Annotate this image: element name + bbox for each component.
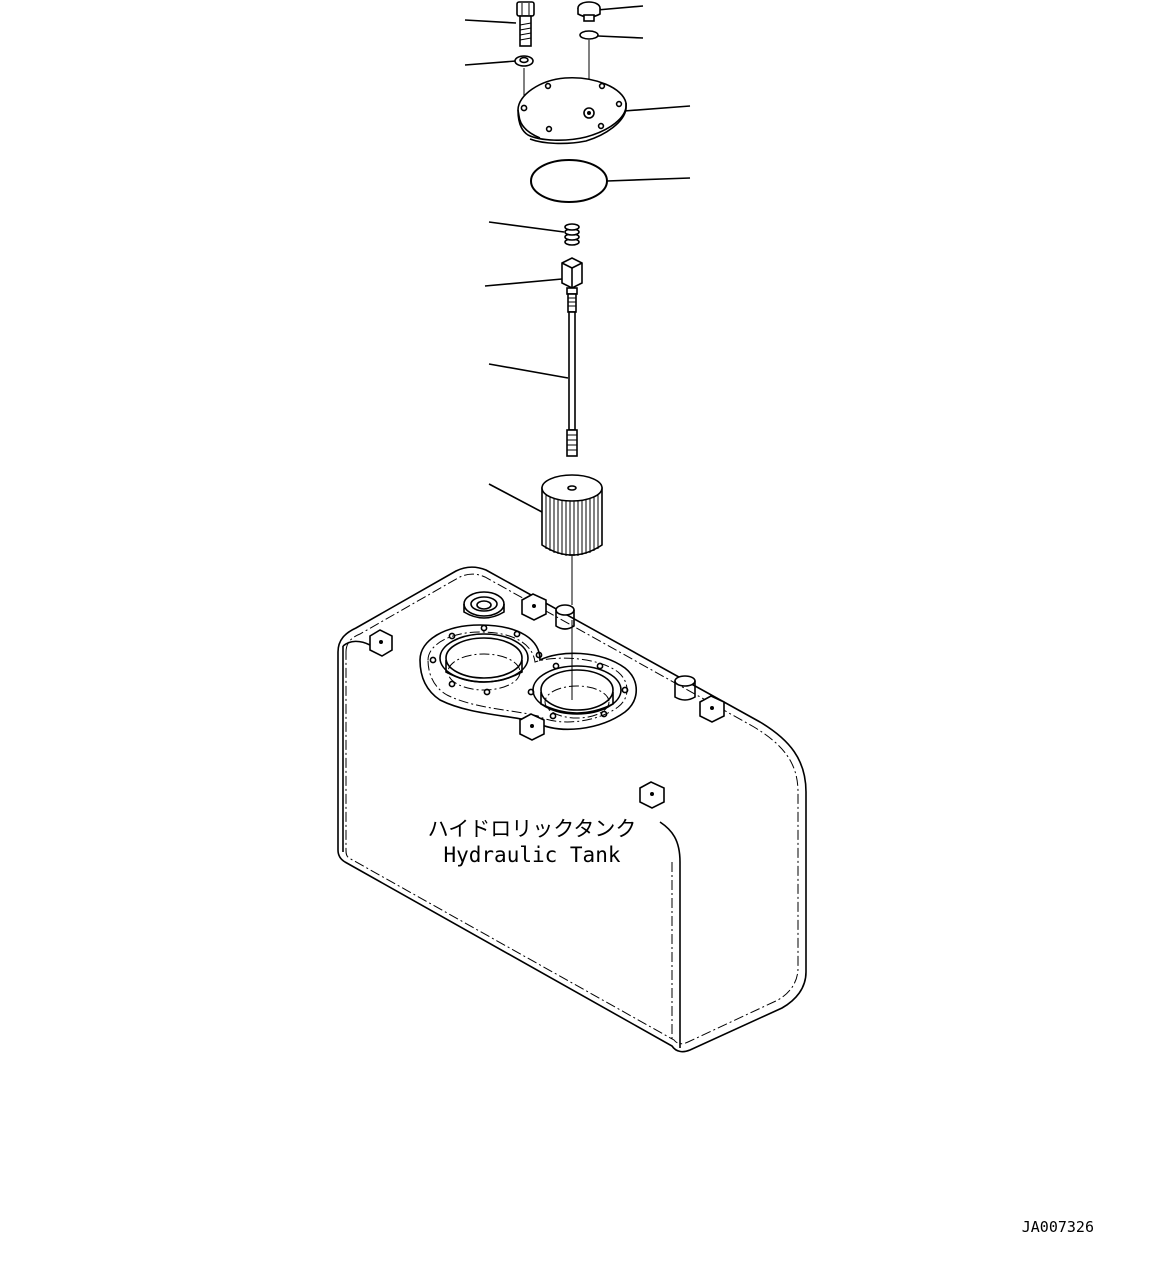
leader-line-o-ring-small: [597, 35, 644, 39]
boss-icon: [555, 604, 696, 701]
bolt-holes: [429, 624, 629, 720]
plug-icon: [577, 1, 601, 22]
breather-cap-icon: [463, 591, 505, 619]
leader-line-cover: [623, 105, 691, 112]
leader-lines: [464, 5, 691, 513]
spring-icon: [564, 223, 580, 246]
tank-icon: [337, 566, 807, 1053]
leader-line-washer: [464, 60, 517, 66]
leader-line-nut: [484, 278, 563, 287]
bolt-icon: [516, 1, 535, 47]
nut-icon: [561, 257, 583, 295]
leader-line-bolt: [464, 19, 517, 24]
mounting-bracket-icon: [369, 593, 725, 809]
drawing-code: JA007326: [1022, 1218, 1094, 1236]
washer-icon: [514, 55, 534, 67]
o-ring-icon: [530, 159, 608, 203]
leader-line-plug: [596, 5, 644, 11]
rod-icon: [566, 293, 578, 457]
filter-element-icon: [541, 474, 603, 556]
leader-line-strainer-element: [488, 483, 543, 513]
tank-label-en: Hydraulic Tank: [443, 843, 620, 867]
leader-line-spring: [488, 221, 565, 233]
tank-label-jp: ハイドロリックタンク: [428, 817, 637, 841]
leader-line-o-ring-large: [606, 177, 691, 182]
cover-plate-icon: [517, 77, 627, 145]
o-ring-icon: [579, 30, 599, 40]
leader-line-rod: [488, 363, 569, 379]
